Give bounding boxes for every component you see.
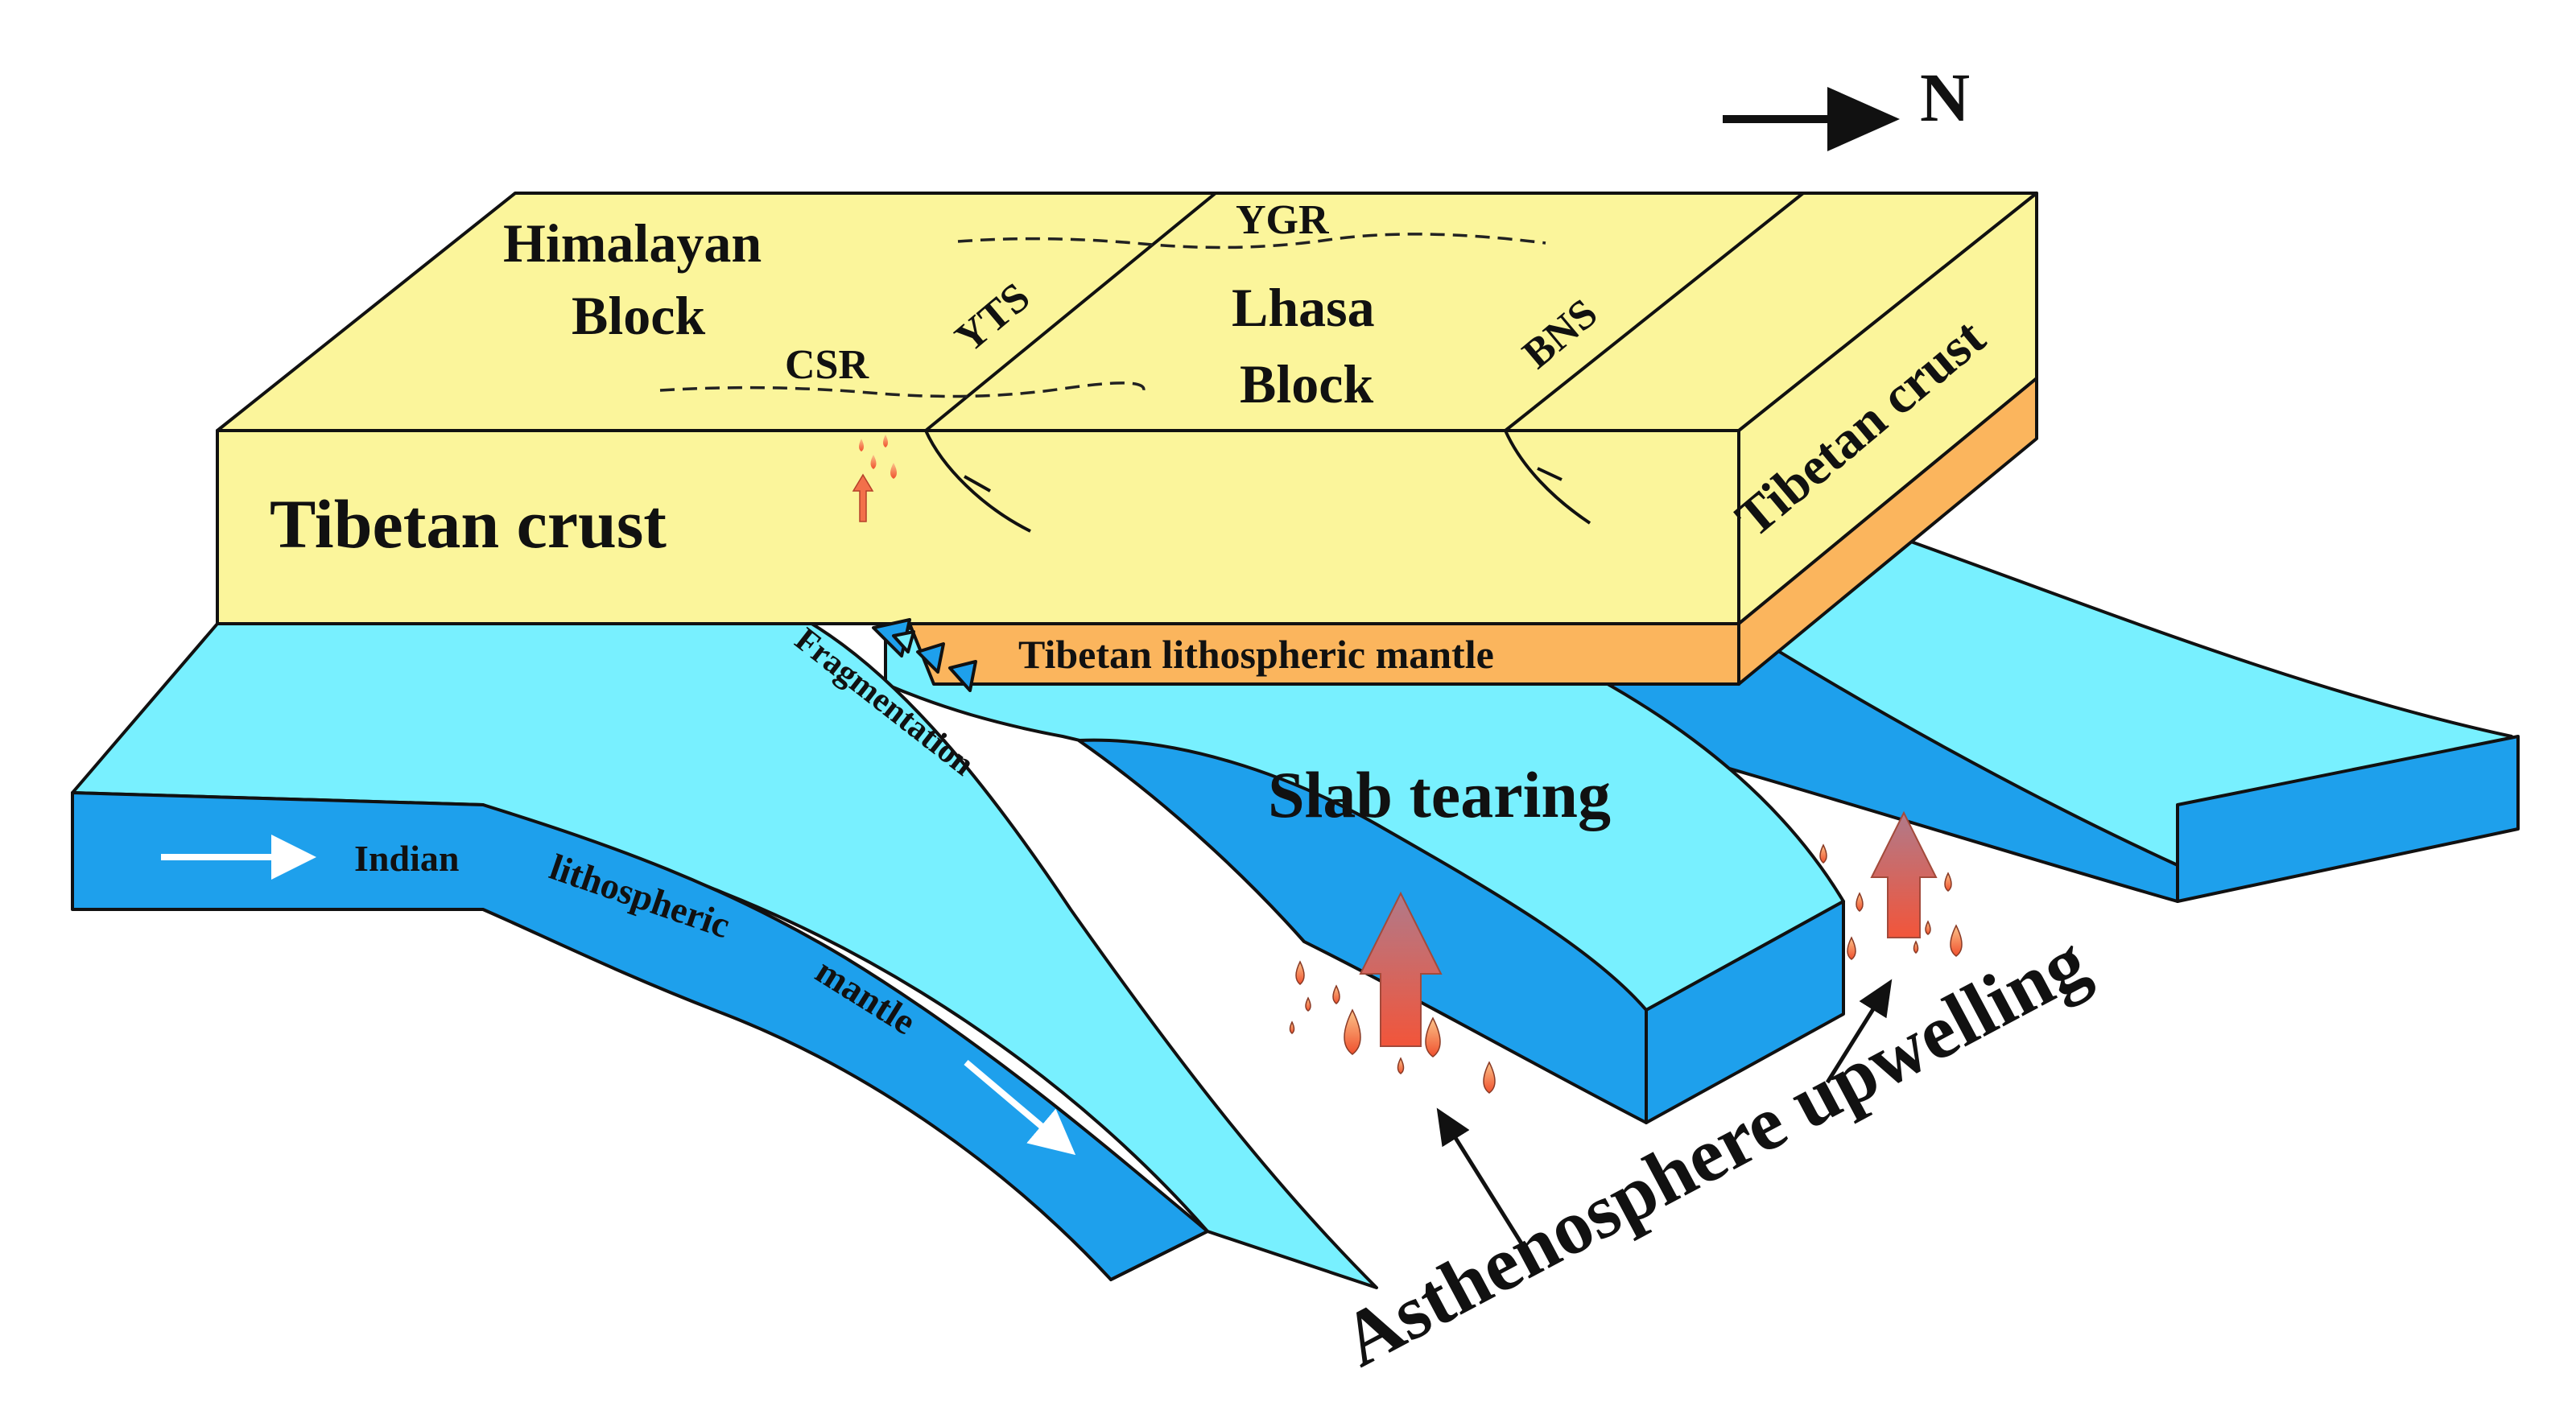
- slab-tearing-label: Slab tearing: [1268, 758, 1611, 831]
- fragmentation-chips: [872, 618, 977, 692]
- melt-drop: [1295, 960, 1305, 985]
- upwelling-arrow: [1359, 891, 1443, 1047]
- csr-melt: [852, 435, 897, 522]
- melt-drop: [1819, 843, 1827, 864]
- melt-drop: [1925, 920, 1931, 935]
- csr-rift-line: [659, 381, 1146, 398]
- bns-suture-line: [1504, 192, 1805, 432]
- fragment: [948, 660, 977, 692]
- pointer-arrow-right: [1825, 979, 1893, 1084]
- indian-label: Indian: [354, 838, 459, 879]
- csr-label: CSR: [785, 342, 869, 388]
- himalayan-block-label-2: Block: [572, 285, 705, 346]
- tibetan-crust-front-label: Tibetan crust: [270, 485, 667, 563]
- yts-fault-curve: [924, 430, 1031, 533]
- far-slab-front: [2176, 735, 2520, 903]
- melt-drop: [883, 435, 888, 447]
- melt-drop: [1425, 1016, 1441, 1058]
- melt-drop: [1950, 924, 1963, 957]
- bns-fault-tick: [1537, 467, 1563, 481]
- near-slab-edge: [1109, 1230, 1209, 1281]
- csr-up-arrow: [852, 473, 874, 522]
- north-arrow: N: [1723, 59, 1970, 151]
- ygr-label: YGR: [1236, 197, 1330, 243]
- fragment: [916, 642, 945, 674]
- melt-drop: [1332, 984, 1340, 1004]
- upwelling-arrow: [1870, 810, 1938, 938]
- bns-fault-curve: [1504, 430, 1591, 525]
- pointer-arrow-left: [1436, 1107, 1524, 1245]
- asthenosphere-right: [1819, 810, 1963, 960]
- asthenosphere-left: [1289, 891, 1496, 1094]
- fragment: [892, 630, 915, 653]
- middle-slab-front: [1645, 900, 1845, 1124]
- middle-slab: [884, 626, 1845, 1124]
- lhasa-block-label-2: Block: [1240, 353, 1373, 414]
- melt-drop: [1397, 1057, 1405, 1074]
- yts-fault-tick: [964, 475, 991, 493]
- ygr-rift-line: [957, 233, 1546, 249]
- melt-drop: [859, 439, 864, 451]
- yts-suture-line: [924, 192, 1217, 432]
- melt-drop: [870, 455, 877, 469]
- north-label: N: [1920, 59, 1970, 136]
- crust-top-face: [216, 192, 2038, 432]
- melt-drop: [1483, 1061, 1496, 1094]
- melt-drop: [890, 463, 897, 479]
- himalayan-block-label-1: Himalayan: [503, 212, 762, 274]
- tibetan-mantle-side: [1737, 377, 2038, 686]
- melt-drop: [1944, 872, 1952, 892]
- melt-drop: [1289, 1020, 1295, 1034]
- melt-drop: [1344, 1008, 1361, 1055]
- subduction-arrow: [964, 1059, 1076, 1156]
- near-slab: [71, 618, 1378, 1289]
- melt-drop: [1913, 940, 1919, 954]
- crust-top-labels: Himalayan Block Lhasa Block YGR CSR YTS …: [503, 197, 1606, 414]
- melt-drop: [1847, 936, 1856, 960]
- tibetan-mantle-label: Tibetan lithospheric mantle: [1018, 632, 1494, 677]
- melt-drop: [1305, 996, 1311, 1012]
- tibetan-crust-block: [216, 192, 2038, 686]
- melt-drop: [1856, 892, 1864, 912]
- lhasa-block-label-1: Lhasa: [1232, 277, 1375, 338]
